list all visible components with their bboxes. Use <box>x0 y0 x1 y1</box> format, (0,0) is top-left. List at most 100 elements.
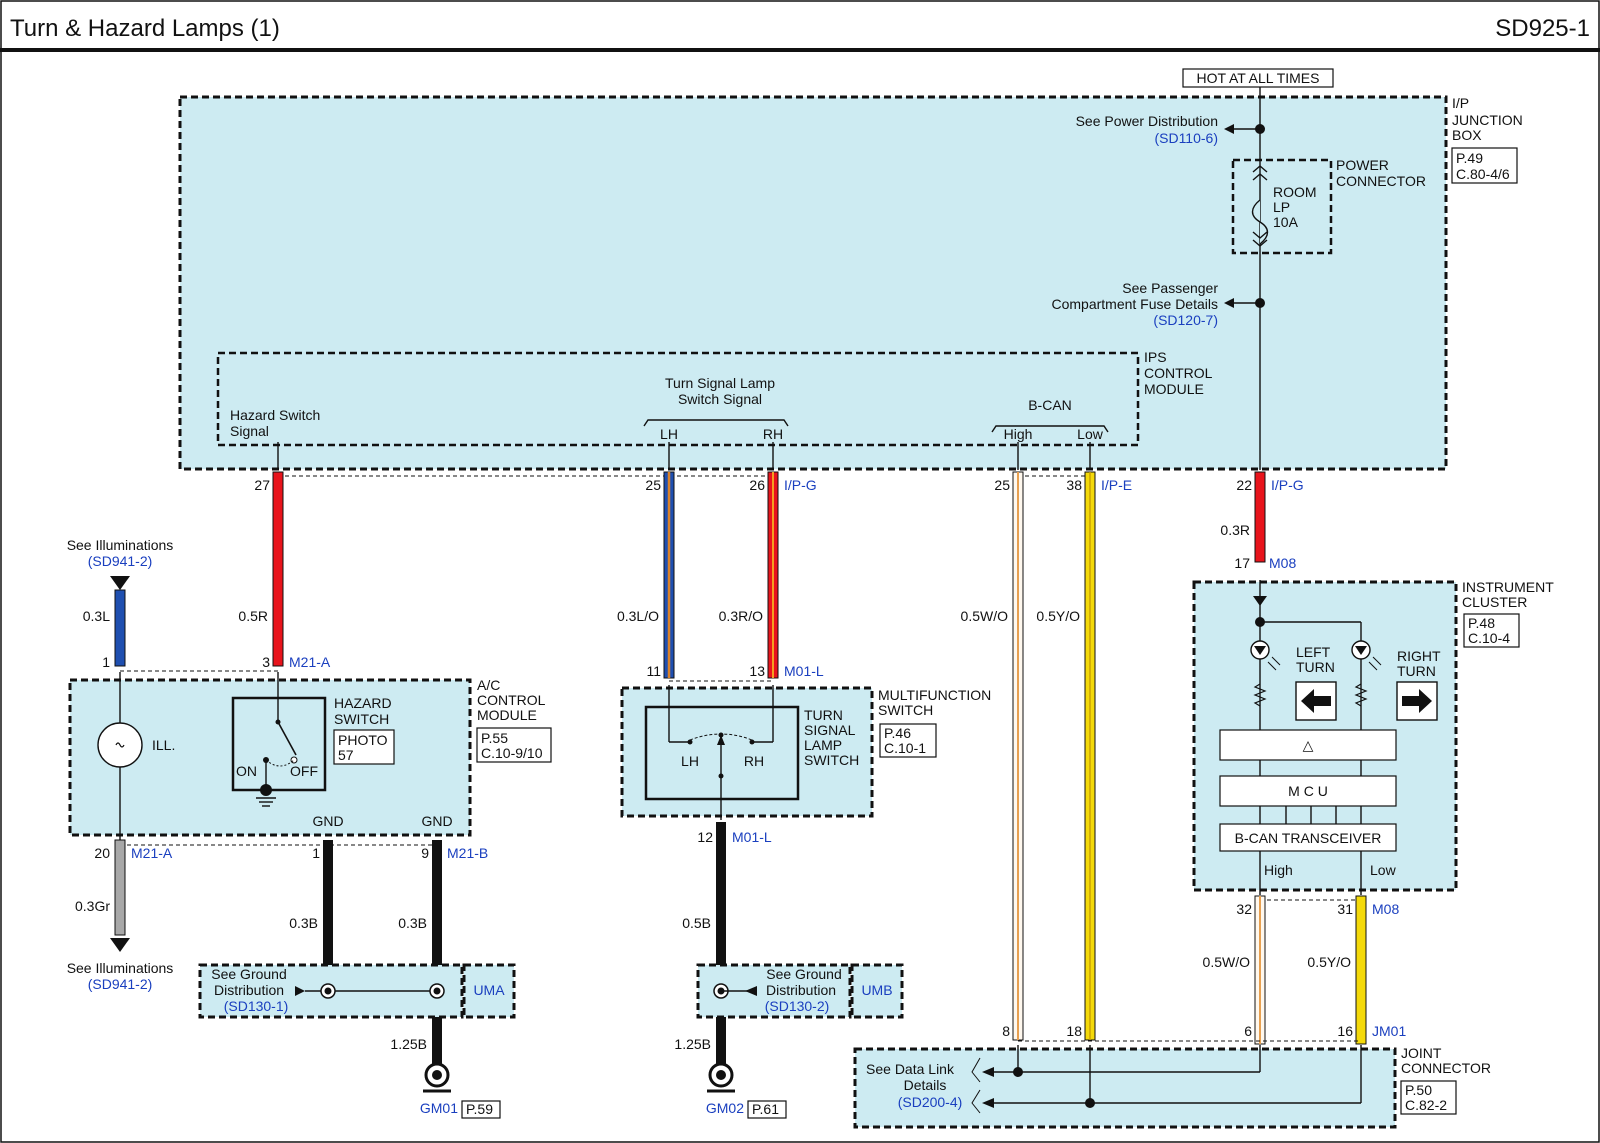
bcan-bracket <box>991 425 1109 433</box>
ac-gnd-2: GND <box>421 813 452 829</box>
pin-25-high: 25 <box>994 477 1010 493</box>
cluster-ref-2: C.10-4 <box>1468 630 1510 646</box>
joint-see-1: See Data Link <box>866 1061 955 1077</box>
ac-ref-2: C.10-9/10 <box>481 745 543 761</box>
ground2-see-2: Distribution <box>766 982 836 998</box>
power-ref[interactable]: (SD110-6) <box>1154 130 1218 146</box>
wire-hazard-red <box>272 471 284 667</box>
ground1-ref[interactable]: (SD130-1) <box>224 998 289 1014</box>
conn-m01l-top: M01-L <box>784 663 824 679</box>
pin-1-illum: 1 <box>102 654 110 670</box>
cluster-mcu: M C U <box>1288 783 1328 799</box>
see-power-distribution: See Power Distribution <box>1076 113 1218 129</box>
arrow-illum-in <box>110 576 130 590</box>
ac-label-3: MODULE <box>477 707 537 723</box>
gm01-page: P.59 <box>466 1101 493 1117</box>
ac-ref-1: P.55 <box>481 730 508 746</box>
joint-label-1: JOINT <box>1401 1045 1442 1061</box>
ground1-see-1: See Ground <box>211 966 287 982</box>
right-resistor-icon <box>1354 683 1368 707</box>
hot-at-all-times: HOT AT ALL TIMES <box>1197 70 1320 86</box>
pin-17: 17 <box>1234 555 1250 571</box>
ips-rh: RH <box>763 426 783 442</box>
mfs-rh: RH <box>744 753 764 769</box>
joint-label-2: CONNECTOR <box>1401 1060 1491 1076</box>
pin-13: 13 <box>749 663 765 679</box>
conn-m01l-bottom: M01-L <box>732 829 772 845</box>
wire-label-03lo: 0.3L/O <box>617 608 659 624</box>
junction-ref-box <box>1451 147 1518 184</box>
pin-3-hazard: 3 <box>262 654 270 670</box>
wire-label-05wo-2: 0.5W/O <box>1203 954 1251 970</box>
pin-20: 20 <box>94 845 110 861</box>
wire-label-05r: 0.5R <box>238 608 268 624</box>
cluster-tri: △ <box>1303 737 1314 753</box>
gm02-page: P.61 <box>752 1101 779 1117</box>
see-illuminations-1: See Illuminations <box>67 537 174 553</box>
mfs-inner-1: TURN <box>804 707 843 723</box>
uma-tag-box <box>462 963 516 1019</box>
conn-m21b: M21-B <box>447 845 488 861</box>
see-passenger-2: Compartment Fuse Details <box>1051 296 1218 312</box>
junction-label-3: BOX <box>1452 127 1482 143</box>
pin-26: 26 <box>749 477 765 493</box>
cluster-ref-1: P.48 <box>1468 615 1495 631</box>
wire-mfs-gnd-black <box>716 822 726 1065</box>
passenger-ref[interactable]: (SD120-7) <box>1153 312 1218 328</box>
hazard-signal-1: Hazard Switch <box>230 407 320 423</box>
arrow-power-distribution <box>1224 124 1234 134</box>
cluster-bcan-transceiver <box>1219 823 1397 852</box>
pin-16: 16 <box>1337 1023 1353 1039</box>
power-connector-label-1: POWER <box>1336 157 1389 173</box>
joint-connector <box>853 1047 1397 1129</box>
ips-lh: LH <box>660 426 678 442</box>
pin-38: 38 <box>1066 477 1082 493</box>
umb-tag-box <box>850 963 904 1019</box>
ip-junction-box <box>178 95 1448 471</box>
junction-ref-1: P.49 <box>1456 150 1483 166</box>
joint-see-ref[interactable]: (SD200-4) <box>898 1094 963 1110</box>
right-turn-2: TURN <box>1397 663 1436 679</box>
cluster-high: High <box>1264 862 1293 878</box>
umb-tag: UMB <box>861 982 892 998</box>
photo-1: PHOTO <box>338 732 388 748</box>
hazard-switch-2: SWITCH <box>334 711 389 727</box>
pin-9-gnd: 9 <box>421 845 429 861</box>
wire-cluster-low-yellow <box>1355 895 1367 1045</box>
joint-ref-box <box>1400 1080 1457 1115</box>
hazard-switch-box <box>231 696 327 792</box>
right-turn-1: RIGHT <box>1397 648 1441 664</box>
ground2-ref[interactable]: (SD130-2) <box>765 998 830 1014</box>
fuse-label-3: 10A <box>1273 214 1299 230</box>
fuse-label-2: LP <box>1273 199 1290 215</box>
ips-bcan: B-CAN <box>1028 397 1072 413</box>
conn-jm01: JM01 <box>1372 1023 1406 1039</box>
left-arrow-icon <box>1301 689 1331 713</box>
ips-label-1: IPS <box>1144 349 1167 365</box>
illuminations-ref-2[interactable]: (SD941-2) <box>88 976 153 992</box>
photo-2: 57 <box>338 747 354 763</box>
cluster-driver-block <box>1219 729 1397 761</box>
pin-11: 11 <box>646 663 661 679</box>
ips-label-3: MODULE <box>1144 381 1204 397</box>
multifunction-switch <box>620 686 874 818</box>
ac-gnd-1: GND <box>312 813 343 829</box>
wire-label-05b: 0.5B <box>682 915 711 931</box>
left-turn-1: LEFT <box>1296 644 1331 660</box>
left-resistor-icon <box>1253 683 1267 707</box>
conn-ipe: I/P-E <box>1101 477 1132 493</box>
conn-m21a-top: M21-A <box>289 654 331 670</box>
joint-ref-2: C.82-2 <box>1405 1097 1447 1113</box>
ips-high: High <box>1004 426 1033 442</box>
ips-low: Low <box>1077 426 1104 442</box>
cluster-label-2: CLUSTER <box>1462 594 1527 610</box>
pin-32: 32 <box>1236 901 1252 917</box>
illuminations-ref-1[interactable]: (SD941-2) <box>88 553 153 569</box>
connector-chevron-top <box>1252 165 1268 181</box>
wire-gnd-black-2 <box>432 840 442 1065</box>
wire-label-03b-1: 0.3B <box>289 915 318 931</box>
wire-label-03l: 0.3L <box>83 608 110 624</box>
see-illuminations-2: See Illuminations <box>67 960 174 976</box>
wire-label-125b-2: 1.25B <box>674 1036 711 1052</box>
